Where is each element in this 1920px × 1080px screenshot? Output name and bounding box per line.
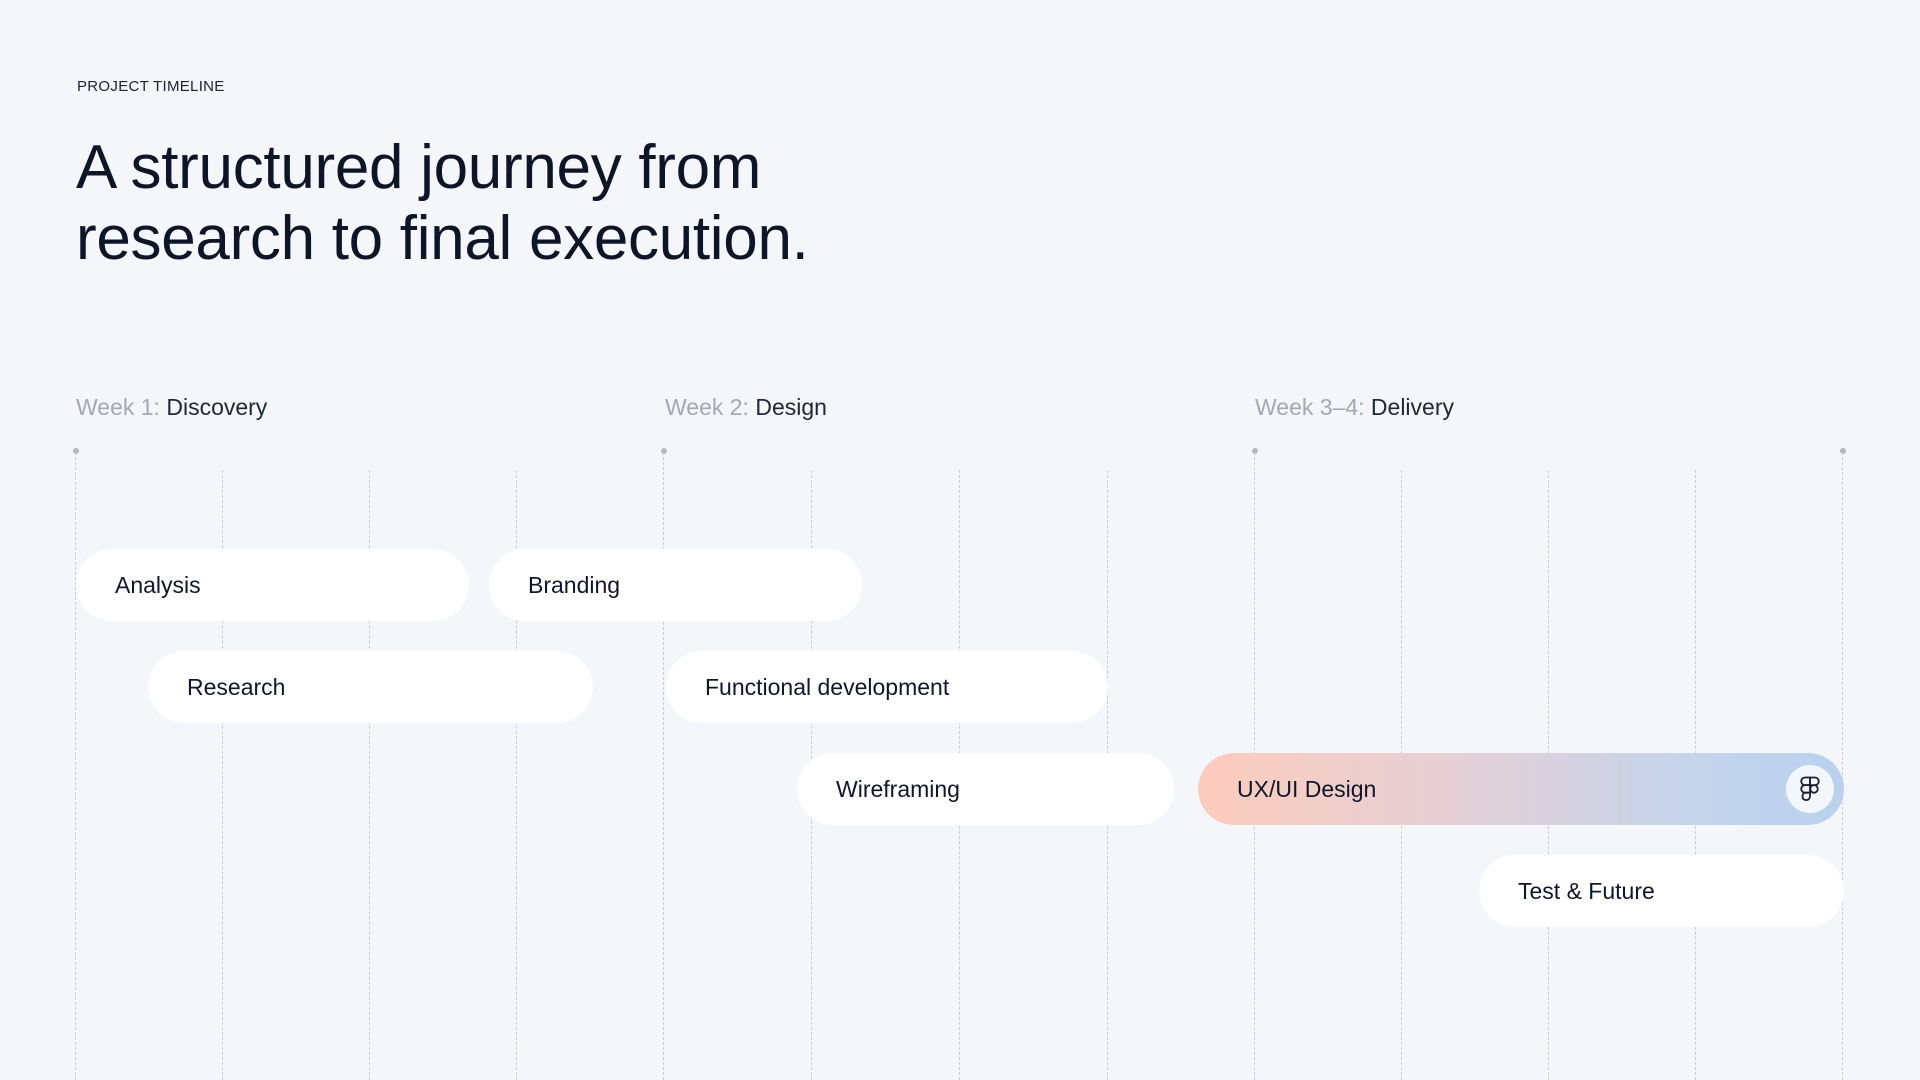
- week-divider: [663, 452, 664, 1080]
- week-label-delivery: Week 3–4: Delivery: [1255, 394, 1454, 421]
- task-functional-development[interactable]: Functional development: [666, 651, 1108, 723]
- week-name: Delivery: [1370, 394, 1454, 420]
- week-divider: [75, 452, 76, 1080]
- week-start-marker: [661, 448, 667, 454]
- task-test-and-future[interactable]: Test & Future: [1479, 855, 1844, 927]
- week-label-design: Week 2: Design: [665, 394, 827, 421]
- grid-line: [369, 470, 370, 1080]
- week-name: Design: [755, 394, 827, 420]
- grid-line: [222, 470, 223, 1080]
- page-title-line-1: A structured journey from: [76, 133, 762, 202]
- task-ux-ui-design[interactable]: UX/UI Design: [1198, 753, 1844, 825]
- page-title: A structured journey from research to fi…: [76, 132, 976, 274]
- week-name: Discovery: [166, 394, 268, 420]
- week-start-marker: [73, 448, 79, 454]
- page-title-line-2: research to final execution.: [76, 204, 809, 273]
- week-start-marker: [1252, 448, 1258, 454]
- task-wireframing[interactable]: Wireframing: [797, 753, 1174, 825]
- task-label: Functional development: [705, 673, 950, 700]
- task-research[interactable]: Research: [148, 651, 593, 723]
- timeline-end-marker: [1840, 448, 1846, 454]
- timeline-end-line: [1842, 452, 1843, 1080]
- task-label: Test & Future: [1518, 877, 1655, 904]
- task-analysis[interactable]: Analysis: [76, 549, 469, 621]
- week-prefix: Week 2:: [665, 394, 749, 420]
- task-label: UX/UI Design: [1237, 775, 1377, 802]
- task-label: Wireframing: [836, 775, 960, 802]
- week-prefix: Week 1:: [76, 394, 160, 420]
- task-branding[interactable]: Branding: [489, 549, 862, 621]
- eyebrow-label: PROJECT TIMELINE: [77, 78, 225, 95]
- week-label-discovery: Week 1: Discovery: [76, 394, 267, 421]
- task-label: Analysis: [115, 571, 201, 598]
- figma-icon[interactable]: [1786, 765, 1834, 813]
- grid-line: [516, 470, 517, 1080]
- task-label: Branding: [528, 571, 621, 598]
- task-label: Research: [187, 673, 286, 700]
- week-prefix: Week 3–4:: [1255, 394, 1365, 420]
